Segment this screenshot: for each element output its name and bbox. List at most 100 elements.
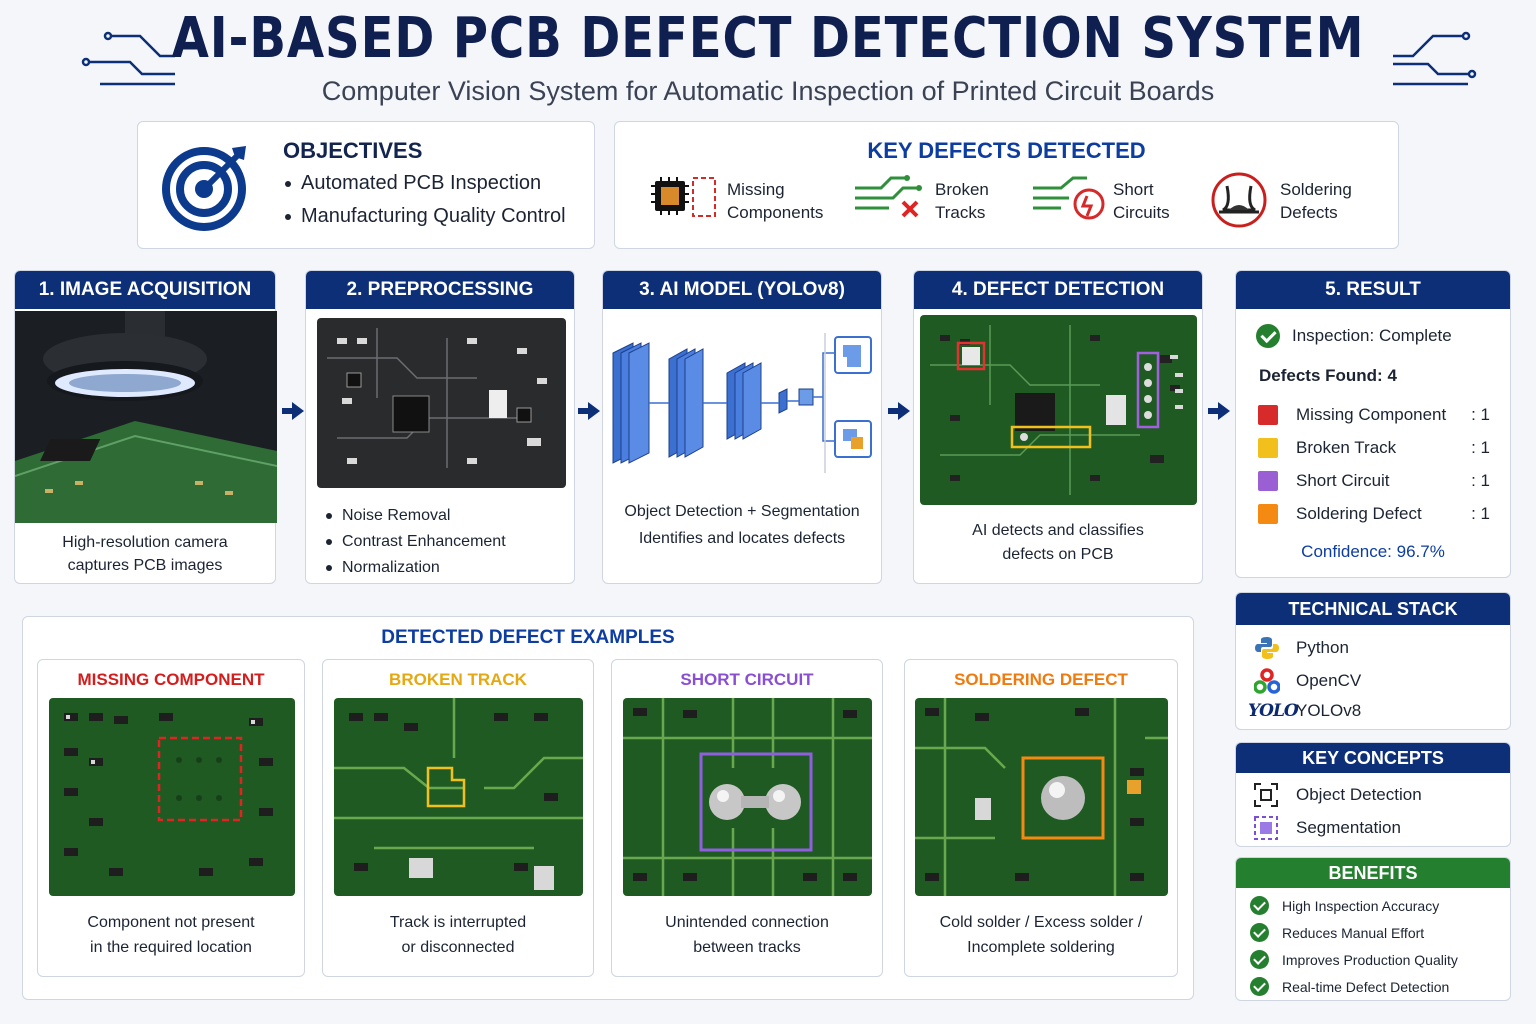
step-title: 2. PREPROCESSING <box>306 271 574 309</box>
bounding-box-icon <box>1254 783 1278 807</box>
opencv-icon <box>1254 668 1280 694</box>
arrow-right-icon <box>1208 402 1230 420</box>
bullet-icon <box>326 513 332 519</box>
legend-swatch <box>1258 503 1278 524</box>
bullet-icon <box>326 565 332 571</box>
circuit-decoration-right <box>1393 31 1477 86</box>
arrow-right-icon <box>578 402 600 420</box>
benefit-item: Improves Production Quality <box>1250 946 1458 973</box>
broken-track-icon <box>855 175 922 218</box>
step-ai-model: 3. AI MODEL (YOLOv8) Object Detection + … <box>602 270 882 584</box>
segmentation-icon <box>1254 816 1278 840</box>
check-circle-icon <box>1250 923 1269 942</box>
example-title: SHORT CIRCUIT <box>680 670 814 689</box>
step-defect-detection: 4. DEFECT DETECTION AI detects and class… <box>913 270 1203 584</box>
check-circle-icon <box>1250 977 1269 996</box>
list-item: Normalization <box>326 555 506 581</box>
result-list: Missing Component: 1 Broken Track: 1 Sho… <box>1258 398 1490 530</box>
example-title: BROKEN TRACK <box>389 670 527 689</box>
tech-item: YOLO YOLOv8 <box>1248 701 1362 721</box>
list-item: Noise Removal <box>326 503 506 529</box>
tech-stack-title: TECHNICAL STACK <box>1236 593 1510 625</box>
neural-network-icon <box>612 333 872 473</box>
page-title: AI-BASED PCB DEFECT DETECTION SYSTEM <box>171 6 1365 71</box>
benefits-title: BENEFITS <box>1236 858 1510 888</box>
legend-swatch <box>1258 470 1278 491</box>
camera-pcb-image <box>15 311 277 523</box>
arrow-right-icon <box>282 402 304 420</box>
benefits-card: BENEFITS High Inspection Accuracy Reduce… <box>1235 857 1511 1001</box>
tech-item: Python <box>1254 635 1349 661</box>
preprocessing-list: Noise Removal Contrast Enhancement Norma… <box>326 503 506 581</box>
detected-pcb-image <box>920 315 1197 505</box>
key-defects-heading: KEY DEFECTS DETECTED <box>867 138 1146 163</box>
benefit-item: Real-time Defect Detection <box>1250 973 1458 1000</box>
step-title: 1. IMAGE ACQUISITION <box>15 271 275 309</box>
check-circle-icon <box>1250 896 1269 915</box>
target-icon <box>162 146 246 231</box>
list-item: Contrast Enhancement <box>326 529 506 555</box>
defect-examples-panel: DETECTED DEFECT EXAMPLES MISSING COMPONE… <box>22 616 1194 1000</box>
concept-item: Object Detection <box>1254 783 1422 807</box>
example-caption: Cold solder / Excess solder /Incomplete … <box>939 914 1143 956</box>
result-row: Soldering Defect: 1 <box>1258 497 1490 530</box>
defects-found: Defects Found: 4 <box>1259 366 1397 385</box>
key-concepts-card: KEY CONCEPTS Object Detection Segmentati… <box>1235 742 1511 847</box>
solder-icon <box>1211 172 1267 228</box>
grayscale-pcb-image <box>317 318 566 488</box>
result-title: 5. RESULT <box>1236 271 1510 309</box>
broken-track-image <box>334 698 583 896</box>
key-concepts-title: KEY CONCEPTS <box>1236 743 1510 773</box>
example-soldering-defect: SOLDERING DEFECT Cold solder / Excess so… <box>904 659 1178 977</box>
example-title: SOLDERING DEFECT <box>954 670 1128 689</box>
short-circuit-image <box>623 698 872 896</box>
tech-item: OpenCV <box>1254 668 1361 694</box>
legend-swatch <box>1258 404 1278 425</box>
inspection-status: Inspection: Complete <box>1256 324 1452 348</box>
step-preprocessing: 2. PREPROCESSING Noise Removal Contrast … <box>305 270 575 584</box>
step-image-acquisition: 1. IMAGE ACQUISITION High-resolution cam… <box>14 270 277 584</box>
confidence-value: Confidence: 96.7% <box>1301 542 1445 561</box>
example-title: MISSING COMPONENT <box>77 670 265 689</box>
result-card: 5. RESULT Inspection: Complete Defects F… <box>1235 270 1511 578</box>
check-circle-icon <box>1250 950 1269 969</box>
benefits-list: High Inspection Accuracy Reduces Manual … <box>1250 892 1458 1000</box>
objective-item: Automated PCB Inspection <box>285 172 541 195</box>
arrow-right-icon <box>888 402 910 420</box>
result-row: Missing Component: 1 <box>1258 398 1490 431</box>
tech-stack-card: TECHNICAL STACK Python OpenCV YOLO YOLOv… <box>1235 592 1511 730</box>
concept-item: Segmentation <box>1254 816 1401 840</box>
result-row: Short Circuit: 1 <box>1258 464 1490 497</box>
python-icon <box>1255 637 1279 659</box>
defect-examples-heading: DETECTED DEFECT EXAMPLES <box>381 627 675 648</box>
bullet-icon <box>326 539 332 545</box>
page-subtitle: Computer Vision System for Automatic Ins… <box>321 76 1215 106</box>
check-circle-icon <box>1256 324 1280 348</box>
bullet-icon <box>285 213 291 220</box>
circuit-decoration-left <box>81 31 175 86</box>
objectives-card: OBJECTIVES Automated PCB Inspection Manu… <box>137 121 595 249</box>
soldering-defect-image <box>915 698 1168 896</box>
step-title: 4. DEFECT DETECTION <box>914 271 1202 309</box>
bullet-icon <box>285 180 291 187</box>
chip-icon <box>651 177 716 217</box>
objectives-heading: OBJECTIVES <box>283 138 423 163</box>
yolo-icon: YOLO <box>1248 701 1299 721</box>
benefit-item: High Inspection Accuracy <box>1250 892 1458 919</box>
legend-swatch <box>1258 437 1278 458</box>
benefit-item: Reduces Manual Effort <box>1250 919 1458 946</box>
